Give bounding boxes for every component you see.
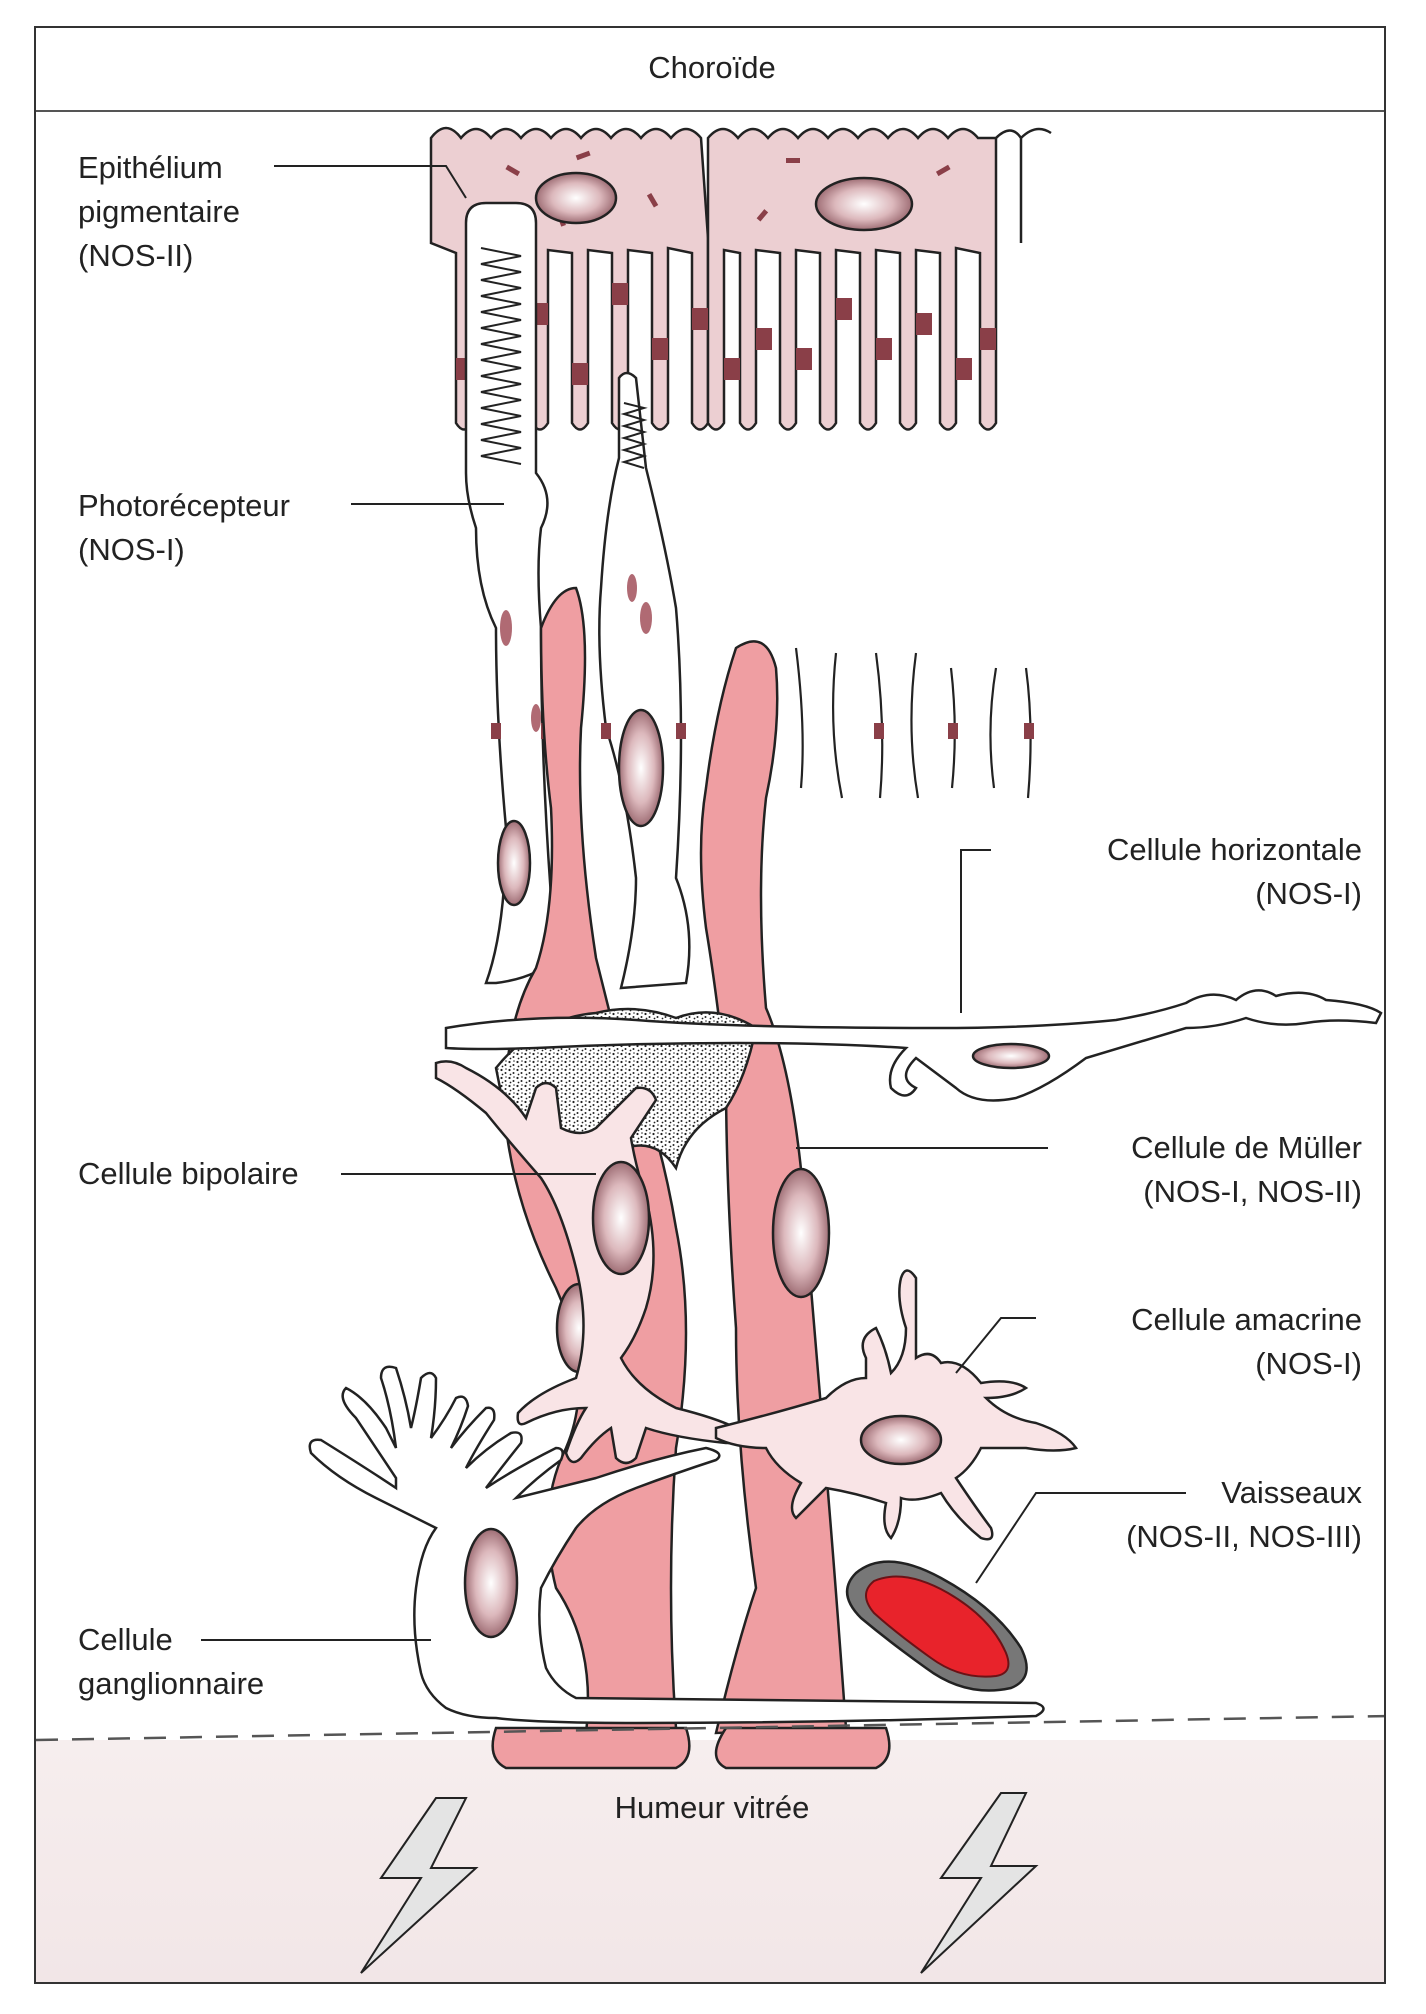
rpe-cell-edge <box>995 127 1052 243</box>
amacrine-nucleus <box>859 1414 943 1466</box>
horizontal-nucleus <box>971 1042 1051 1070</box>
horizontal-cell-body <box>444 989 1383 1102</box>
inner-limiting-membrane <box>36 1714 1384 1742</box>
horizontal-cell <box>444 989 1383 1102</box>
lightning-bolt-icon <box>360 1797 479 1974</box>
muller-footplate-1 <box>491 1726 691 1770</box>
vessels-label: Vaisseaux (NOS-II, NOS-III) <box>1126 1475 1362 1554</box>
vitreous-region <box>36 1740 1384 1982</box>
rod-outer-segment <box>480 247 522 465</box>
rpe-cell-2 <box>706 127 998 431</box>
figure-frame: Choroïde Humeur vitrée Epithélium pigmen… <box>34 26 1386 1984</box>
amacrine-cell-label: Cellule amacrine (NOS-I) <box>1131 1302 1362 1381</box>
photoreceptors <box>464 201 1034 990</box>
blood-vessel <box>846 1560 1028 1692</box>
ganglion-nucleus <box>463 1527 519 1639</box>
choroid-label: Choroïde <box>648 50 776 85</box>
cone-outer-segment <box>620 402 648 469</box>
rpe-nucleus-2 <box>814 176 914 232</box>
rod-nucleus <box>496 819 532 907</box>
bipolar-nucleus <box>591 1160 651 1276</box>
limiting-membrane-lines <box>794 647 1032 799</box>
leader-horizontal <box>960 849 991 1013</box>
bipolar-cell <box>434 1060 741 1465</box>
cone-nucleus <box>617 708 665 828</box>
horizontal-cell-label: Cellule horizontale (NOS-I) <box>1106 832 1362 911</box>
leader-vessels <box>975 1492 1186 1584</box>
photoreceptor-label: Photorécepteur (NOS-I) <box>78 488 290 567</box>
vitreous-label: Humeur vitrée <box>614 1790 810 1825</box>
bipolar-cell-label: Cellule bipolaire <box>78 1156 299 1191</box>
leader-lines <box>201 165 1186 1641</box>
rpe-label: Epithélium pigmentaire (NOS-II) <box>78 150 240 273</box>
leader-rpe <box>274 165 467 199</box>
rpe-nucleus-1 <box>534 171 618 225</box>
photoreceptor-pigment <box>500 574 652 732</box>
ganglion-cell-label: Cellule ganglionnaire <box>78 1622 265 1701</box>
vessel-lumen <box>865 1575 1010 1678</box>
cone-cell <box>598 371 691 990</box>
leader-amacrine <box>955 1317 1036 1374</box>
lightning-bolt-icon <box>920 1792 1039 1974</box>
choroid-band <box>36 28 1384 112</box>
amacrine-cell <box>714 1269 1079 1541</box>
ganglion-cell <box>308 1365 1045 1725</box>
muller-nucleus-2 <box>771 1167 831 1299</box>
muller-cell-label: Cellule de Müller (NOS-I, NOS-II) <box>1131 1130 1362 1209</box>
muller-footplate-2 <box>714 1726 891 1770</box>
muller-cell-2 <box>699 640 848 1735</box>
retina-diagram <box>36 126 1384 1974</box>
